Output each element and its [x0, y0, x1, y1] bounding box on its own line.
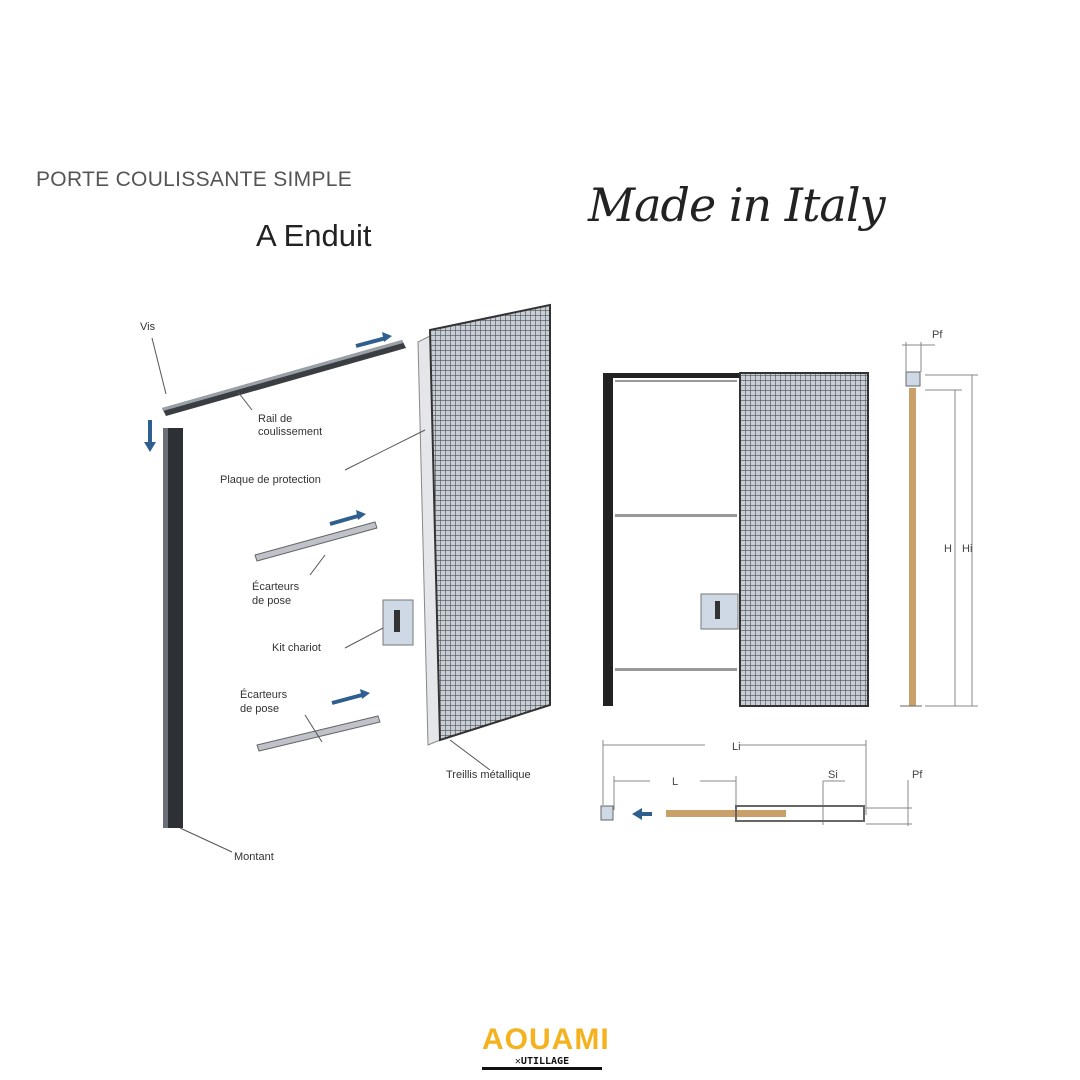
dim-pf-bottom: Pf [912, 769, 923, 781]
side-section-view: Pf H Hi [900, 329, 978, 707]
logo-main-text: AOUAMI [482, 1023, 610, 1056]
label-ecarteurs-lower-line2: de pose [240, 703, 279, 715]
page-subtitle: A Enduit [256, 218, 372, 253]
dim-li: Li [732, 741, 741, 753]
wood-upright [909, 388, 916, 706]
mesh-door-panel [739, 372, 869, 707]
metal-mesh-panel [428, 303, 551, 742]
label-vis: Vis [140, 321, 156, 333]
rail-arrow-icon [355, 336, 387, 348]
label-treillis: Treillis métallique [446, 769, 531, 781]
spacer-bar-upper [254, 510, 378, 562]
label-montant: Montant [234, 851, 274, 863]
dim-h: H [944, 543, 952, 555]
dim-l: L [672, 776, 678, 788]
label-plaque: Plaque de protection [220, 474, 321, 486]
label-rail-line1: Rail de [258, 413, 292, 425]
dim-si: Si [828, 769, 838, 781]
aouami-logo: AOUAMI ✕UTILLAGE [482, 1023, 610, 1070]
label-ecarteurs-upper-line2: de pose [252, 595, 291, 607]
spacer-bar-lower [256, 689, 381, 752]
page-title: PORTE COULISSANTE SIMPLE [36, 168, 353, 191]
label-ecarteurs-upper-line1: Écarteurs [252, 580, 300, 593]
label-rail-line2: coulissement [258, 426, 322, 438]
label-kit-chariot: Kit chariot [272, 642, 321, 654]
dim-hi: Hi [962, 543, 972, 555]
made-in-italy-tagline: Made in Italy [588, 178, 886, 232]
dim-pf-top: Pf [932, 329, 943, 341]
exploded-view: Vis Rail de coulissement Plaque de prote… [140, 303, 551, 863]
assembled-front-view [603, 372, 869, 707]
logo-sub-text: ✕UTILLAGE [482, 1056, 602, 1070]
label-ecarteurs-lower-line1: Écarteurs [240, 688, 288, 701]
plan-view: Li L Si Pf [600, 740, 923, 826]
